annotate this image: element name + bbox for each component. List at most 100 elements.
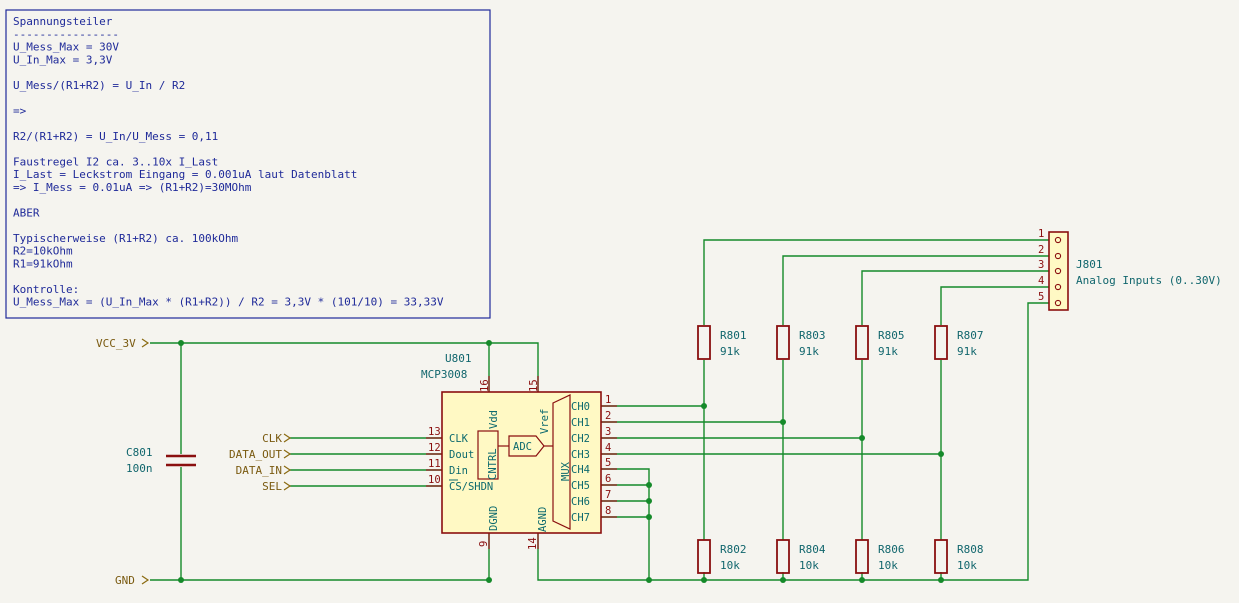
resistor-ref: R803 xyxy=(799,329,826,342)
pin-num-left: 13 xyxy=(428,426,441,438)
pin-num-right: 4 xyxy=(605,442,611,454)
capacitor-value: 100n xyxy=(126,462,153,475)
pin-name-right: CH0 xyxy=(571,401,590,413)
note-line: ---------------- xyxy=(13,28,119,41)
resistor-value: 91k xyxy=(720,345,740,358)
note-line: Kontrolle: xyxy=(13,283,79,296)
pin-name-left: CLK xyxy=(449,433,469,445)
pin-name-vdd: Vdd xyxy=(488,410,500,429)
pin-num-right: 1 xyxy=(605,394,611,406)
resistor-r801: R801 91k xyxy=(697,325,747,360)
resistor-r806: R806 10k xyxy=(855,539,905,574)
resistor-value: 91k xyxy=(878,345,898,358)
pin-num-9: 9 xyxy=(478,541,490,547)
note-line: => xyxy=(13,104,27,117)
note-box xyxy=(5,9,491,319)
pin-name-left: Din xyxy=(449,465,468,477)
resistor-value: 91k xyxy=(957,345,977,358)
resistor-value: 91k xyxy=(799,345,819,358)
note-line: R1=91kOhm xyxy=(13,257,73,270)
ic-ref: U801 xyxy=(445,352,472,365)
power-vcc-label: VCC_3V xyxy=(96,337,150,350)
pin-name-right: CH3 xyxy=(571,449,590,461)
connector-pin-num: 3 xyxy=(1038,259,1044,271)
connector-pin-num: 2 xyxy=(1038,244,1044,256)
resistor-r802: R802 10k xyxy=(697,539,747,574)
resistor-value: 10k xyxy=(957,559,977,572)
resistor-ref: R805 xyxy=(878,329,905,342)
pin-name-agnd: AGND xyxy=(537,507,549,532)
resistor-r804: R804 10k xyxy=(776,539,826,574)
pin-name-right: CH5 xyxy=(571,480,590,492)
note-line: U_Mess_Max = 30V xyxy=(13,41,119,54)
resistor-r807: R807 91k xyxy=(934,325,984,360)
pin-num-16: 16 xyxy=(479,379,491,392)
resistor-ref: R806 xyxy=(878,543,905,556)
pin-num-left: 11 xyxy=(428,458,441,470)
note-line: I_Last = Leckstrom Eingang = 0.001uA lau… xyxy=(13,168,357,181)
capacitor-ref: C801 xyxy=(126,446,153,459)
pin-num-15: 15 xyxy=(528,379,540,392)
resistor-r808: R808 10k xyxy=(934,539,984,574)
net-label: DATA_OUT xyxy=(229,448,282,461)
pin-name-right: CH7 xyxy=(571,512,590,524)
pin-name-vref: Vref xyxy=(539,409,551,434)
pin-num-right: 7 xyxy=(605,489,611,501)
net-label: SEL xyxy=(262,480,282,493)
note-line: U_Mess/(R1+R2) = U_In / R2 xyxy=(13,79,185,92)
pin-num-right: 5 xyxy=(605,457,611,469)
pin-num-right: 6 xyxy=(605,473,611,485)
wires xyxy=(150,239,1049,581)
net-label: CLK xyxy=(262,432,282,445)
block-cntrl: CNTRL xyxy=(487,448,499,480)
pin-name-right: CH2 xyxy=(571,433,590,445)
resistor-ref: R804 xyxy=(799,543,826,556)
block-adc: ADC xyxy=(513,441,532,453)
note-line: R2=10kOhm xyxy=(13,245,73,258)
pin-num-left: 12 xyxy=(428,442,441,454)
connector-value: Analog Inputs (0..30V) xyxy=(1076,274,1222,287)
pin-num-right: 8 xyxy=(605,505,611,517)
pin-name-left: Dout xyxy=(449,449,474,461)
resistor-ref: R808 xyxy=(957,543,984,556)
ic-value: MCP3008 xyxy=(421,368,467,381)
pin-num-right: 3 xyxy=(605,426,611,438)
power-gnd-label: GND xyxy=(115,574,150,587)
ic-mcp3008: U801 MCP3008 16 15 Vdd Vref 9 14 DGND AG… xyxy=(229,352,617,550)
svg-text:VCC_3V: VCC_3V xyxy=(96,337,136,350)
block-mux: MUX xyxy=(560,461,572,481)
connector-pin-num: 5 xyxy=(1038,291,1044,303)
resistor-value: 10k xyxy=(720,559,740,572)
pin-name-right: CH4 xyxy=(571,464,590,476)
resistor-value: 10k xyxy=(878,559,898,572)
note-line: Typischerweise (R1+R2) ca. 100kOhm xyxy=(13,232,239,245)
pin-name-dgnd: DGND xyxy=(488,506,500,531)
connector-ref: J801 xyxy=(1076,258,1103,271)
note-line: U_Mess_Max = (U_In_Max * (R1+R2)) / R2 =… xyxy=(13,296,444,309)
note-line: => I_Mess = 0.01uA => (R1+R2)=30MOhm xyxy=(13,181,252,194)
note-line: Spannungsteiler xyxy=(13,15,113,28)
resistor-r805: R805 91k xyxy=(855,325,905,360)
resistor-r803: R803 91k xyxy=(776,325,826,360)
resistor-ref: R807 xyxy=(957,329,984,342)
pin-name-right: CH6 xyxy=(571,496,590,508)
note-line: U_In_Max = 3,3V xyxy=(13,53,113,66)
pin-num-left: 10 xyxy=(428,474,441,486)
resistor-value: 10k xyxy=(799,559,819,572)
note-text: Spannungsteiler----------------U_Mess_Ma… xyxy=(13,15,444,309)
capacitor-c801: C801 100n xyxy=(126,446,196,475)
net-label: DATA_IN xyxy=(236,464,282,477)
pin-num-14: 14 xyxy=(527,537,539,550)
svg-text:GND: GND xyxy=(115,574,135,587)
connector-pin-num: 4 xyxy=(1038,275,1044,287)
pin-name-left: CS/SHDN xyxy=(449,481,493,493)
note-line: R2/(R1+R2) = U_In/U_Mess = 0,11 xyxy=(13,130,218,143)
connector-pin-num: 1 xyxy=(1038,228,1044,240)
pin-name-right: CH1 xyxy=(571,417,590,429)
connector-j801: 1 2 3 4 5 J801 Analog Inputs (0..30V) xyxy=(1038,228,1222,311)
resistor-ref: R801 xyxy=(720,329,747,342)
note-line: ABER xyxy=(13,206,40,219)
resistor-ref: R802 xyxy=(720,543,747,556)
junctions xyxy=(178,340,944,583)
